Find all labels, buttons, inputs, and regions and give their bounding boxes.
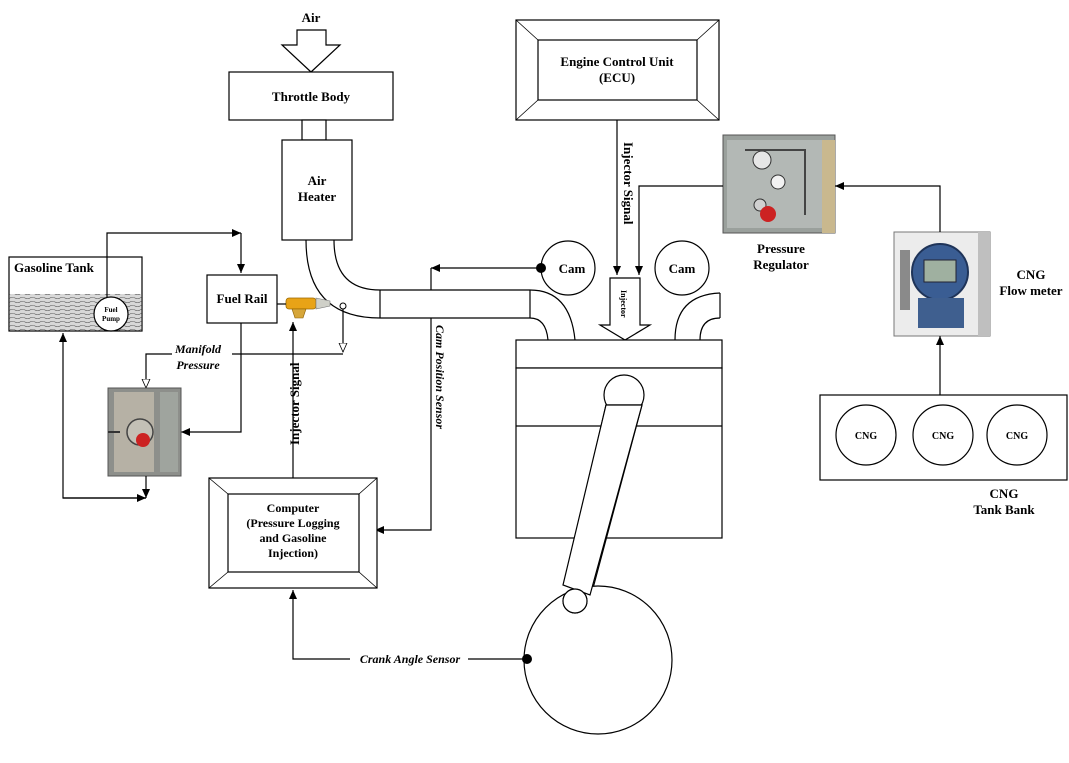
cng-tank-2-label: CNG bbox=[932, 431, 954, 442]
air-inlet: Air bbox=[282, 10, 340, 72]
pressure-regulator-label-1: Pressure bbox=[757, 241, 805, 256]
cam-right-label: Cam bbox=[669, 261, 696, 276]
gasoline-regulator-photo bbox=[108, 388, 181, 476]
cng-tank-bank-label-2: Tank Bank bbox=[973, 502, 1035, 517]
computer-label-3: and Gasoline bbox=[259, 531, 327, 545]
pressure-regulator-photo bbox=[723, 135, 835, 233]
cng-flow-meter-label-1: CNG bbox=[1017, 267, 1046, 282]
injector-signal-left-label: Injector Signal bbox=[287, 362, 302, 445]
air-heater-label-2: Heater bbox=[298, 189, 336, 204]
cng-tank-bank-label-1: CNG bbox=[990, 486, 1019, 501]
fuel-rail: Fuel Rail bbox=[207, 275, 277, 323]
air-heater-label-1: Air bbox=[308, 173, 327, 188]
crank-angle-sensor-line bbox=[293, 590, 527, 659]
cng-tank-bank: CNG CNG CNG bbox=[820, 395, 1067, 480]
crankshaft bbox=[524, 586, 672, 734]
cam-position-sensor-label: Cam Position Sensor bbox=[433, 325, 447, 429]
fuel-pump-label-2: Pump bbox=[102, 315, 120, 323]
flowmeter-to-regulator-line bbox=[835, 186, 940, 232]
rail-to-regulator-line bbox=[181, 323, 241, 432]
ecu-label-2: (ECU) bbox=[599, 70, 635, 85]
air-label: Air bbox=[302, 10, 321, 25]
pressure-regulator-label-2: Regulator bbox=[753, 257, 809, 272]
air-inlet-arrow bbox=[282, 30, 340, 72]
cng-injector: Injector bbox=[600, 278, 650, 340]
cng-flow-meter-label-2: Flow meter bbox=[999, 283, 1062, 298]
gasoline-tank-label: Gasoline Tank bbox=[14, 260, 95, 275]
computer: Computer (Pressure Logging and Gasoline … bbox=[209, 478, 377, 588]
computer-label-4: Injection) bbox=[268, 546, 318, 560]
manifold-pressure-label-1: Manifold bbox=[174, 342, 222, 356]
throttle-body: Throttle Body bbox=[229, 72, 393, 120]
cam-position-to-computer-line bbox=[375, 318, 431, 530]
injector-signal-top-label: Injector Signal bbox=[621, 142, 636, 225]
cylinder-head bbox=[516, 340, 722, 368]
gasoline-injector-icon bbox=[286, 298, 330, 318]
throttle-body-label: Throttle Body bbox=[272, 89, 351, 104]
computer-label-2: (Pressure Logging bbox=[246, 516, 339, 530]
throttle-connector bbox=[302, 120, 326, 140]
manifold-pressure-label-2: Pressure bbox=[176, 358, 220, 372]
fuel-pump bbox=[94, 297, 128, 331]
ecu-label-1: Engine Control Unit bbox=[560, 54, 674, 69]
gasoline-tank: Gasoline Tank Fuel Pump bbox=[9, 257, 142, 331]
exhaust-pipe-inner bbox=[700, 318, 720, 340]
cam-left: Cam bbox=[541, 241, 595, 295]
cng-tank-3-label: CNG bbox=[1006, 431, 1028, 442]
air-heater: Air Heater bbox=[282, 140, 352, 240]
fuel-rail-label: Fuel Rail bbox=[217, 291, 268, 306]
cng-flow-meter-photo bbox=[894, 232, 990, 336]
cam-right: Cam bbox=[655, 241, 709, 295]
injector-label: Injector bbox=[619, 290, 628, 318]
fuel-pump-label-1: Fuel bbox=[104, 306, 117, 314]
cam-left-label: Cam bbox=[559, 261, 586, 276]
computer-label-1: Computer bbox=[267, 501, 320, 515]
exhaust-pipe-outer bbox=[675, 293, 720, 340]
ecu: Engine Control Unit (ECU) bbox=[516, 20, 719, 120]
crank-angle-sensor-label: Crank Angle Sensor bbox=[360, 652, 461, 666]
cng-tank-1-label: CNG bbox=[855, 431, 877, 442]
